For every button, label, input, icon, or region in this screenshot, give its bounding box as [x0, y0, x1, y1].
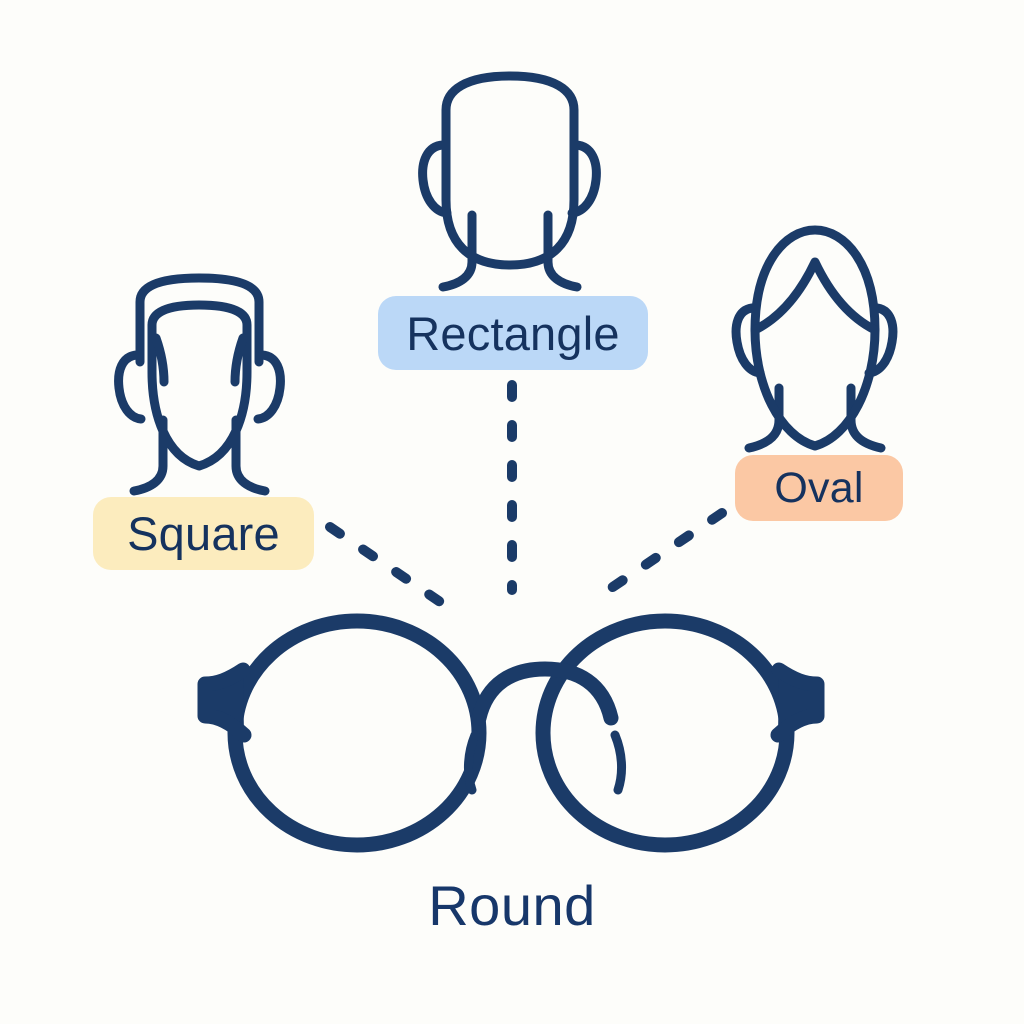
connector-lines: [325, 380, 727, 617]
connector-square: [325, 522, 460, 617]
label-text-square: Square: [127, 507, 280, 560]
label-text-rectangle: Rectangle: [406, 306, 620, 360]
round-eyeglasses-icon: [197, 613, 825, 853]
round-caption: Round: [428, 874, 596, 937]
square-face-icon: [114, 273, 285, 496]
label-text-oval: Oval: [774, 463, 864, 512]
oval-face-icon: [731, 225, 898, 453]
label-badge-rectangle[interactable]: Rectangle: [378, 296, 648, 370]
label-badge-oval[interactable]: Oval: [735, 455, 903, 521]
connector-oval: [593, 508, 727, 602]
rectangle-face-icon: [418, 71, 601, 292]
label-badge-square[interactable]: Square: [93, 497, 314, 570]
